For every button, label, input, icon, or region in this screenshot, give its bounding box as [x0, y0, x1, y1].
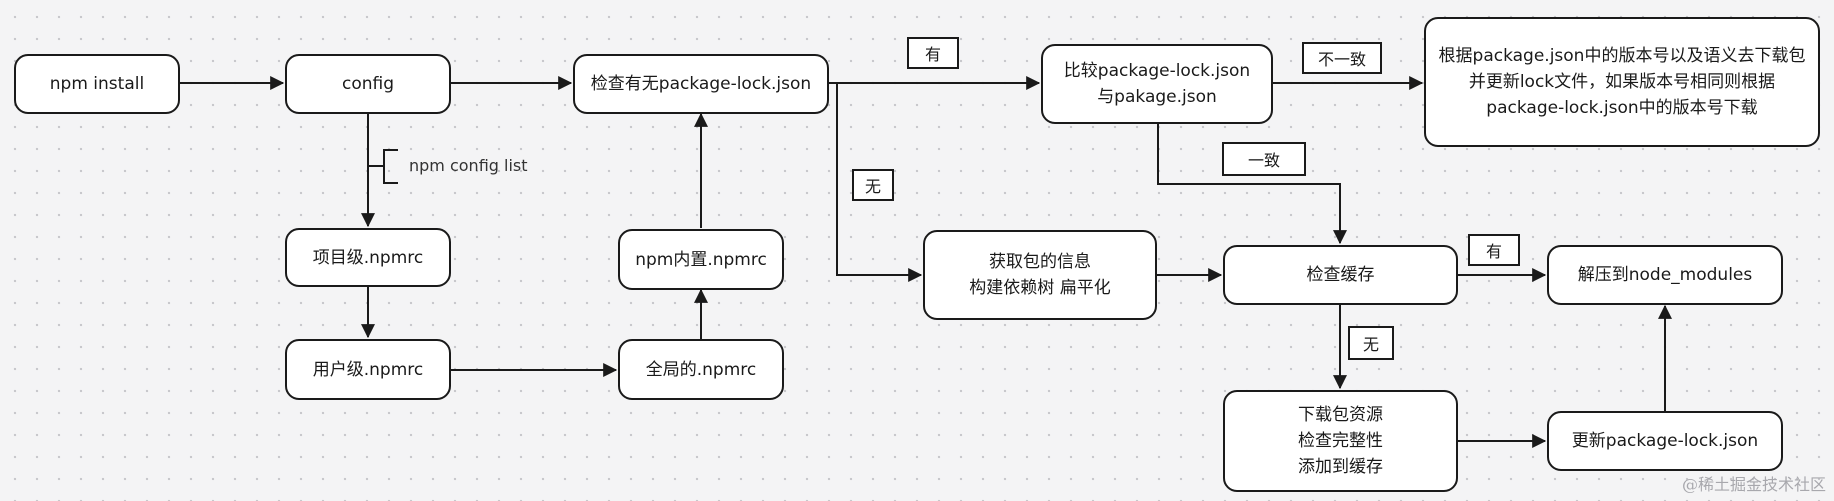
no-cache-label: 无 [1348, 326, 1394, 360]
extract-node[interactable]: 解压到node_modules [1547, 245, 1783, 305]
has-cache-label: 有 [1468, 234, 1520, 266]
download-pkg-node[interactable]: 下载包资源 检查完整性 添加到缓存 [1223, 390, 1458, 492]
project-npmrc-node[interactable]: 项目级.npmrc [285, 228, 451, 287]
update-lock-node[interactable]: 更新package-lock.json [1547, 411, 1783, 471]
fetch-info-node[interactable]: 获取包的信息 构建依赖树 扁平化 [923, 230, 1157, 320]
config-list-bracket [368, 149, 398, 184]
global-npmrc-node[interactable]: 全局的.npmrc [618, 339, 784, 400]
check-cache-node[interactable]: 检查缓存 [1223, 245, 1458, 305]
consistent-label: 一致 [1222, 142, 1306, 176]
no-lock-label: 无 [852, 169, 894, 201]
user-npmrc-node[interactable]: 用户级.npmrc [285, 339, 451, 400]
compare-node[interactable]: 比较package-lock.json 与pakage.json [1041, 44, 1273, 124]
has-lock-label: 有 [907, 37, 959, 69]
edge-check-lock-to-fetch [836, 83, 923, 282]
check-lock-node[interactable]: 检查有无package-lock.json [573, 54, 829, 114]
download-by-json-node[interactable]: 根据package.json中的版本号以及语义去下载包 并更新lock文件，如果… [1424, 17, 1820, 147]
edge-compare-to-cache [1157, 124, 1347, 245]
builtin-npmrc-node[interactable]: npm内置.npmrc [618, 229, 784, 290]
config-list-note: npm config list [409, 156, 528, 175]
config-node[interactable]: config [285, 54, 451, 114]
watermark: @稀土掘金技术社区 [1681, 475, 1826, 494]
npm-install-node[interactable]: npm install [14, 54, 180, 114]
inconsistent-label: 不一致 [1302, 42, 1382, 74]
